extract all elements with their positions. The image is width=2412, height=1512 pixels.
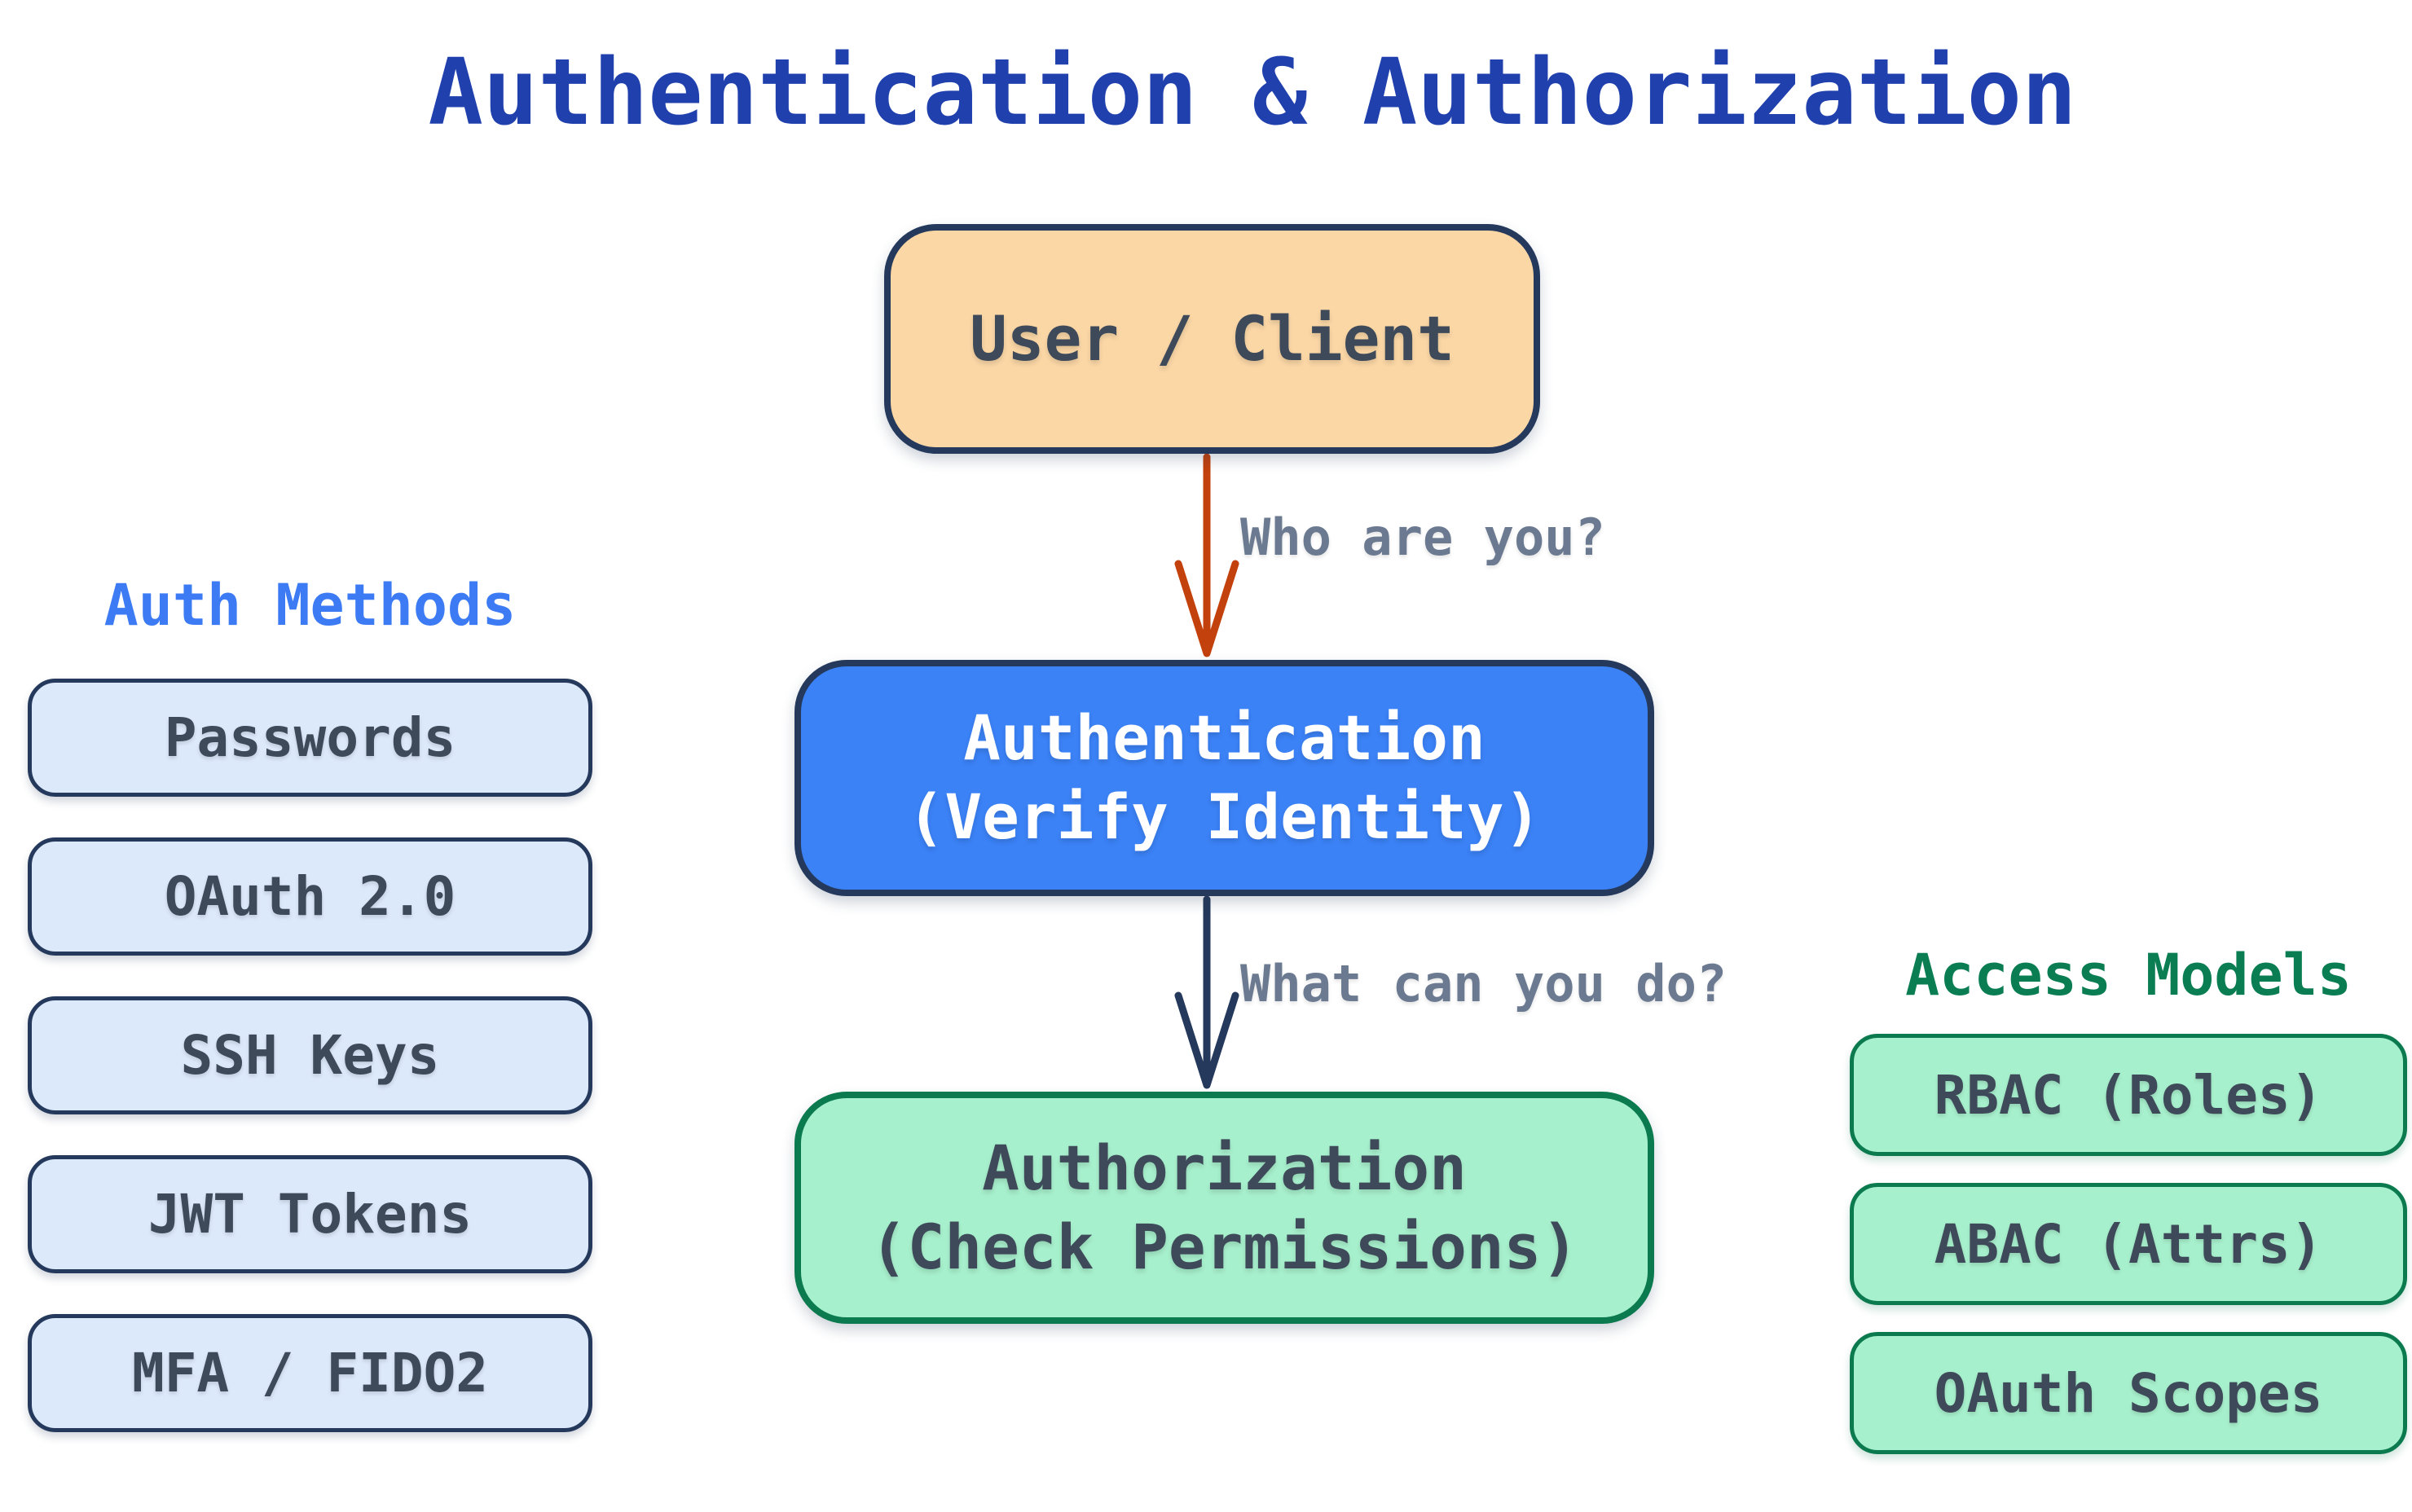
auth-methods-list: Passwords OAuth 2.0 SSH Keys JWT Tokens … [28,679,592,1432]
node-authorization-sublabel: (Check Permissions) [869,1210,1579,1283]
node-authentication: Authentication (Verify Identity) [794,660,1654,896]
arrow-who-are-you [1174,453,1239,657]
auth-method-item: JWT Tokens [28,1155,592,1273]
auth-method-item: SSH Keys [28,996,592,1114]
access-models-list: RBAC (Roles) ABAC (Attrs) OAuth Scopes [1850,1034,2407,1454]
node-authorization-label: Authorization [982,1131,1467,1204]
node-authentication-label: Authentication [963,701,1485,775]
page-title: Authentication & Authorization [428,40,2077,146]
access-model-item: ABAC (Attrs) [1850,1183,2407,1305]
access-model-item: RBAC (Roles) [1850,1034,2407,1156]
edge-label-who-are-you: Who are you? [1240,508,1605,567]
node-user-client: User / Client [884,224,1540,454]
auth-method-item: OAuth 2.0 [28,837,592,956]
edge-label-what-can-you-do: What can you do? [1240,954,1728,1013]
auth-method-item: MFA / FIDO2 [28,1314,592,1432]
arrow-what-can-you-do [1174,895,1239,1089]
access-models-heading: Access Models [1905,942,2352,1009]
access-model-item: OAuth Scopes [1850,1332,2407,1454]
node-user-client-label: User / Client [970,301,1455,375]
node-authentication-sublabel: (Verify Identity) [907,780,1542,853]
auth-methods-heading: Auth Methods [103,572,517,639]
auth-method-item: Passwords [28,679,592,797]
node-authorization: Authorization (Check Permissions) [794,1092,1654,1324]
